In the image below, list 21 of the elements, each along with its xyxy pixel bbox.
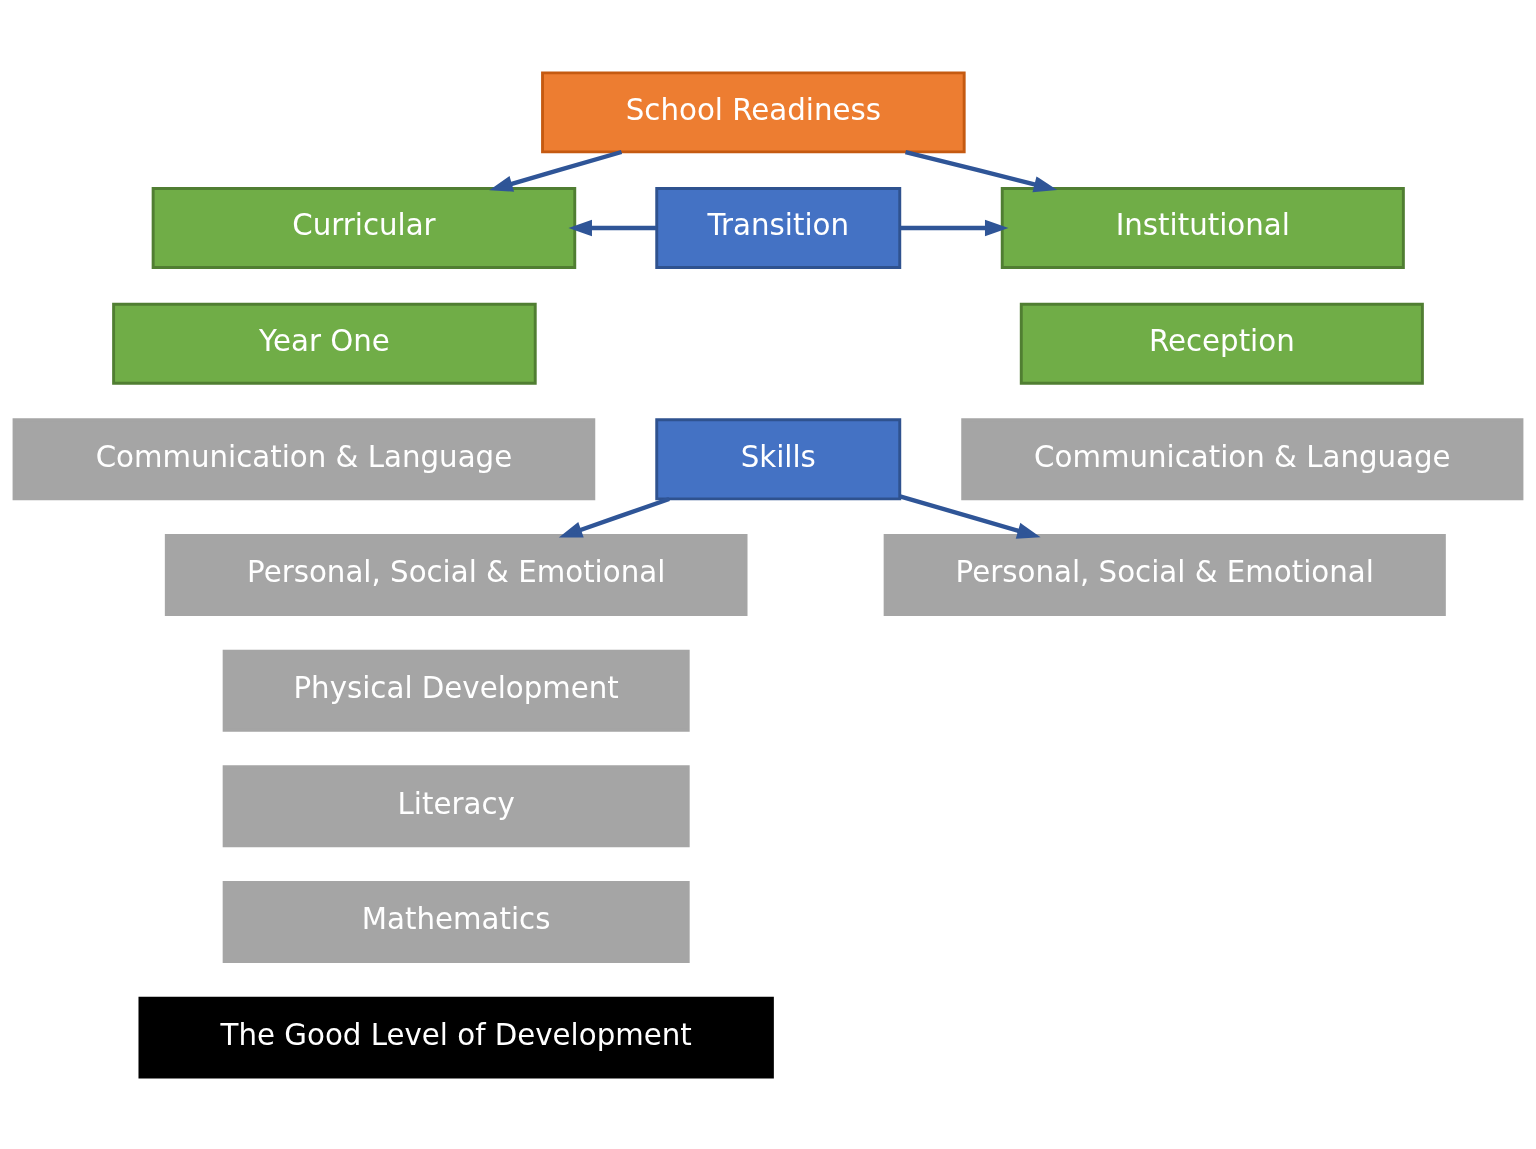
node-box: Transition: [655, 186, 902, 269]
node-box: Curricular: [151, 186, 577, 269]
node-box: Communication & Language: [961, 417, 1524, 500]
node-box: Year One: [112, 302, 537, 385]
node-box: Skills: [655, 417, 902, 500]
arrow: [489, 149, 623, 192]
arrow: [568, 219, 657, 236]
node-box: The Good Level of Development: [138, 996, 774, 1079]
node-box: Reception: [1019, 302, 1424, 385]
node-box: Literacy: [222, 764, 690, 847]
arrow: [899, 493, 1041, 539]
node-box: Personal, Social & Emotional: [164, 533, 748, 616]
node-box: Mathematics: [222, 880, 690, 963]
node-box: Physical Development: [222, 649, 690, 732]
node-box: School Readiness: [541, 70, 966, 153]
node-box: Personal, Social & Emotional: [883, 533, 1446, 616]
node-box: Institutional: [1000, 186, 1405, 269]
node-box: Communication & Language: [12, 417, 596, 500]
arrow: [900, 219, 1009, 236]
arrow: [905, 149, 1058, 192]
arrow: [558, 496, 670, 538]
